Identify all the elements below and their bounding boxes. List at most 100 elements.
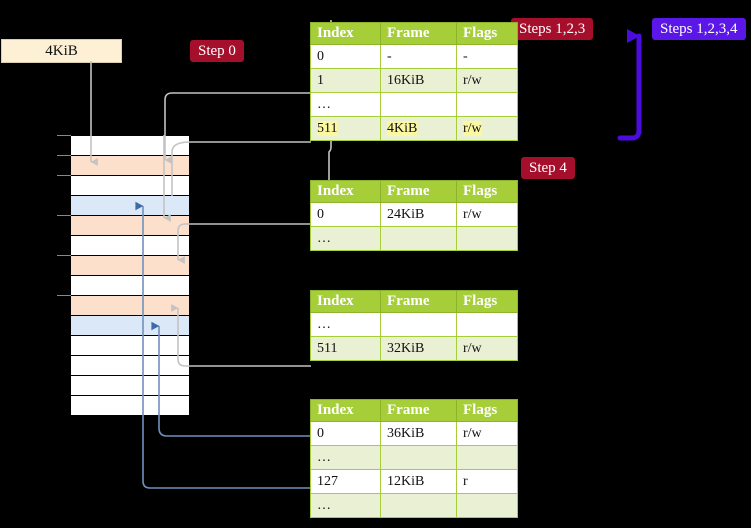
table-cell: …: [310, 92, 381, 117]
table-row: 127 12KiB r: [310, 469, 518, 494]
table-row: …: [310, 493, 518, 518]
size-box-label: 4KiB: [45, 42, 78, 59]
badge-step-4: Step 4: [521, 157, 575, 179]
cell-value: 511: [317, 120, 338, 136]
cell-value: 32KiB: [387, 340, 425, 356]
column-header-index: Index: [310, 180, 381, 203]
table-cell: 127: [310, 469, 381, 494]
memory-tick: [57, 215, 71, 216]
table-cell: 4KiB: [380, 116, 457, 141]
cell-value: 0: [317, 206, 324, 222]
memory-frame-row: [70, 275, 190, 296]
cell-value: r/w: [463, 120, 482, 136]
badge-step-4-label: Step 4: [529, 160, 567, 176]
badge-steps-123: Steps 1,2,3: [511, 18, 594, 40]
column-header-flags: Flags: [456, 180, 518, 203]
badge-step-0-label: Step 0: [198, 43, 236, 59]
table-cell: …: [310, 226, 381, 251]
cell-value: r/w: [463, 425, 482, 441]
table-cell: [456, 92, 518, 117]
memory-frame-row: [70, 215, 190, 236]
column-header-frame: Frame: [380, 399, 457, 422]
table-row: 511 32KiB r/w: [310, 336, 518, 361]
table-cell: …: [310, 445, 381, 470]
column-header-flags: Flags: [456, 22, 518, 45]
table-cell: [380, 312, 457, 337]
table-cell: 32KiB: [380, 336, 457, 361]
memory-tick: [57, 155, 71, 156]
table-cell: …: [310, 312, 381, 337]
memory-frame-row: [70, 175, 190, 196]
badge-steps-1234: Steps 1,2,3,4: [652, 18, 746, 40]
memory-frame-row: [70, 355, 190, 376]
memory-frame-row: [70, 135, 190, 156]
cell-value: r/w: [463, 340, 482, 356]
table-cell: [380, 445, 457, 470]
memory-tick: [57, 255, 71, 256]
table-cell: -: [380, 44, 457, 69]
cell-value: 4KiB: [387, 120, 418, 136]
memory-frame-row: [70, 195, 190, 216]
cell-value: r/w: [463, 206, 482, 222]
table-row: …: [310, 312, 518, 337]
memory-tick: [57, 175, 71, 176]
cell-value: 127: [317, 473, 338, 489]
cell-value: -: [387, 48, 392, 64]
memory-frame-row: [70, 335, 190, 356]
cell-value: …: [317, 449, 331, 465]
size-box-4kib: 4KiB: [1, 39, 122, 63]
table-cell: [456, 226, 518, 251]
cell-value: r: [463, 473, 468, 489]
cell-value: 511: [317, 340, 338, 356]
table-row: …: [310, 226, 518, 251]
table-cell: 1: [310, 68, 381, 93]
memory-frame-row: [70, 155, 190, 176]
table-cell: [456, 445, 518, 470]
table-row: …: [310, 445, 518, 470]
memory-frame-row: [70, 295, 190, 316]
column-header-frame: Frame: [380, 290, 457, 313]
table-cell: 511: [310, 336, 381, 361]
memory-frame-row: [70, 255, 190, 276]
table-cell: [380, 226, 457, 251]
memory-frame-row: [70, 235, 190, 256]
table-cell: r/w: [456, 202, 518, 227]
cell-value: …: [317, 316, 331, 332]
column-header-index: Index: [310, 22, 381, 45]
cell-value: 12KiB: [387, 473, 425, 489]
badge-steps-1234-label: Steps 1,2,3,4: [660, 21, 738, 37]
column-header-frame: Frame: [380, 180, 457, 203]
column-header-index: Index: [310, 290, 381, 313]
table-cell: 0: [310, 44, 381, 69]
column-header-flags: Flags: [456, 399, 518, 422]
table-cell: 0: [310, 421, 381, 446]
table-cell: 24KiB: [380, 202, 457, 227]
memory-frame-row: [70, 395, 190, 416]
memory-frame-row: [70, 315, 190, 336]
table-cell: [380, 493, 457, 518]
cell-value: r/w: [463, 72, 482, 88]
cell-value: …: [317, 230, 331, 246]
column-header-index: Index: [310, 399, 381, 422]
memory-column: [70, 135, 190, 416]
memory-tick: [57, 295, 71, 296]
table-cell: [380, 92, 457, 117]
table-cell: [456, 493, 518, 518]
cell-value: 0: [317, 48, 324, 64]
connector-pd-row511: [171, 304, 311, 367]
table-cell: 16KiB: [380, 68, 457, 93]
cell-value: 16KiB: [387, 72, 425, 88]
table-row: 1 16KiB r/w: [310, 68, 518, 93]
table-cell: 0: [310, 202, 381, 227]
table-cell: r/w: [456, 336, 518, 361]
cell-value: 0: [317, 425, 324, 441]
table-row: …: [310, 92, 518, 117]
table-cell: …: [310, 493, 381, 518]
table-row: 511 4KiB r/w: [310, 116, 518, 141]
cell-value: …: [317, 497, 331, 513]
